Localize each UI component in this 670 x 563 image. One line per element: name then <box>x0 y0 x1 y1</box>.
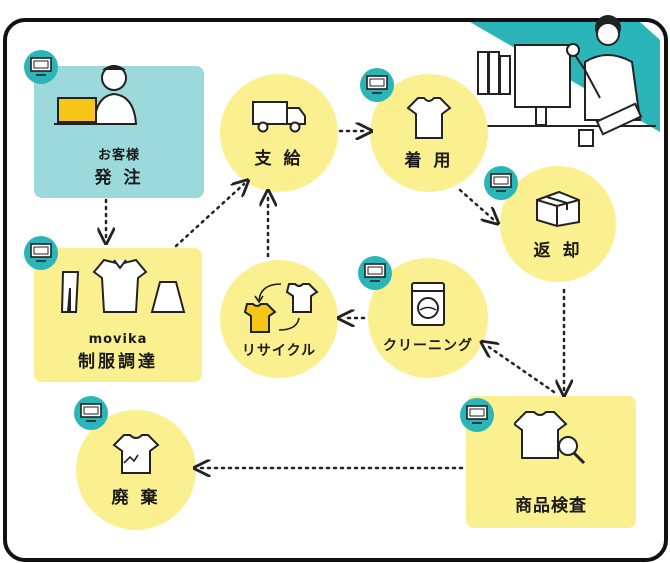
pc-icon <box>30 57 52 76</box>
inspection-label: 商品検査 <box>515 496 587 516</box>
customer-order-node: お客様 発 注 <box>34 65 204 198</box>
pc-icon <box>30 243 52 262</box>
pc-badge-procurement <box>24 236 58 270</box>
arrow-procure-supply <box>174 184 244 248</box>
recycle-label: リサイクル <box>241 343 317 359</box>
pc-badge-inspection <box>460 398 494 432</box>
pc-badge-wear <box>360 68 394 102</box>
washing-machine-icon <box>411 282 445 326</box>
procurement-subtitle: movika <box>88 332 148 347</box>
cleaning-label: クリーニング <box>383 338 473 354</box>
pc-icon <box>80 403 102 422</box>
pc-badge-cleaning <box>358 256 392 290</box>
pc-badge-dispose <box>74 396 108 430</box>
pc-icon <box>466 405 488 424</box>
supply-node: 支 給 <box>220 74 338 192</box>
recycle-node: リサイクル <box>220 260 338 378</box>
order-subtitle: お客様 <box>97 148 140 163</box>
truck-icon <box>252 100 306 132</box>
uniforms-icon <box>60 258 186 313</box>
procurement-node: movika 制服調達 <box>34 248 202 382</box>
pc-badge-return <box>484 166 518 200</box>
inspection-node: 商品検査 <box>466 396 636 528</box>
pc-icon <box>490 173 512 192</box>
return-label: 返 却 <box>533 240 583 261</box>
return-node: 返 却 <box>500 166 616 282</box>
pc-icon <box>364 263 386 282</box>
pc-icon <box>366 75 388 94</box>
supply-label: 支 給 <box>254 148 304 169</box>
magnifier-icon <box>514 411 586 465</box>
box-icon <box>536 190 580 227</box>
pc-badge-order <box>24 50 58 84</box>
arrow-wear-return <box>458 188 494 220</box>
wear-label: 着 用 <box>404 150 454 171</box>
torn-shirt-icon <box>112 433 160 474</box>
arrow-inspect-cleaning <box>486 345 556 394</box>
procurement-title: 制服調達 <box>78 352 158 372</box>
recycle-shirts-icon <box>243 283 319 333</box>
order-title: 発 注 <box>94 168 144 188</box>
dispose-label: 廃 棄 <box>111 487 161 508</box>
laptop-person-icon <box>54 65 138 125</box>
dispose-node: 廃 棄 <box>76 410 196 530</box>
shirt-icon <box>406 96 452 139</box>
